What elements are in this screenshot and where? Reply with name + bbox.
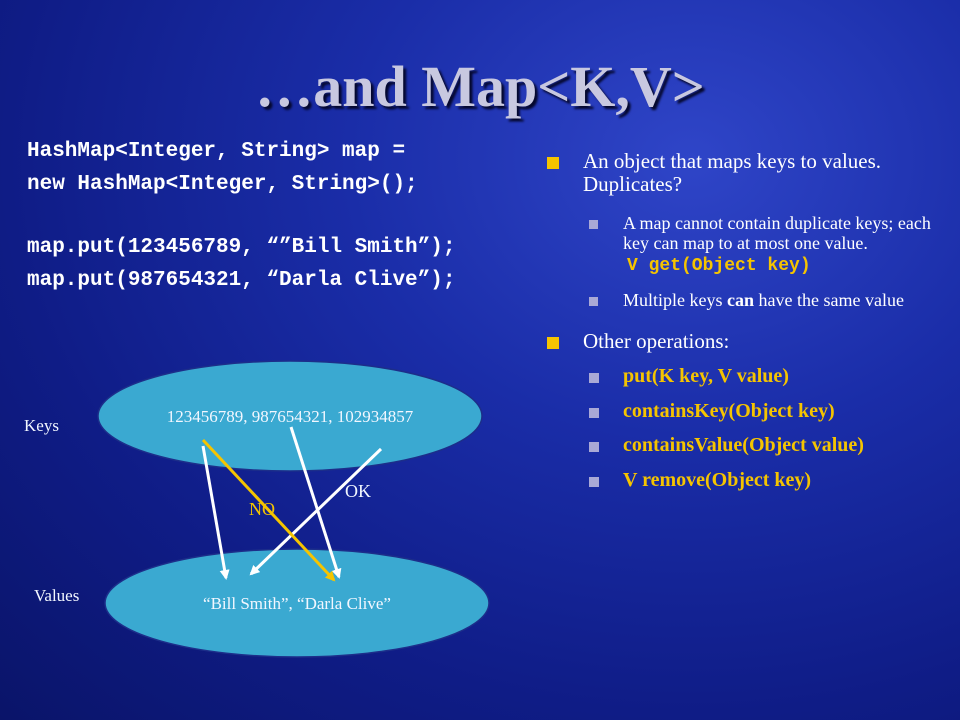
square-bullet-icon — [589, 220, 598, 230]
get-signature: V get(Object key) — [627, 256, 811, 277]
values-set-text: “Bill Smith”, “Darla Clive” — [203, 594, 391, 613]
square-bullet-icon — [589, 296, 598, 306]
square-bullet-icon — [589, 476, 599, 487]
ok-label: OK — [345, 481, 371, 501]
square-bullet-icon — [547, 157, 559, 169]
slide-title: …and Map<K,V> — [255, 54, 705, 119]
keys-set-text: 123456789, 987654321, 102934857 — [167, 407, 414, 426]
arrow-key3-to-value1 — [249, 447, 383, 576]
bullet-sub-1: A map cannot contain duplicate keys; eac… — [583, 213, 955, 277]
code-line-3: map.put(123456789, “”Bill Smith”); — [27, 236, 456, 259]
op-containskey: containsKey(Object key) — [583, 400, 955, 423]
no-label: NO — [249, 499, 275, 519]
square-bullet-icon — [589, 442, 599, 453]
square-bullet-icon — [589, 373, 599, 384]
bullet-sub-2: Multiple keys can have the same value — [583, 290, 955, 310]
bullet-list: An object that maps keys to values. Dupl… — [545, 149, 955, 492]
arrow-key1-to-value2-invalid — [201, 438, 336, 582]
values-ellipse — [104, 548, 490, 658]
keys-label: Keys — [24, 416, 59, 435]
code-line-2: new HashMap<Integer, String>(); — [27, 173, 418, 196]
op-remove: V remove(Object key) — [583, 469, 955, 492]
code-line-4: map.put(987654321, “Darla Clive”); — [27, 269, 456, 292]
square-bullet-icon — [589, 407, 599, 418]
arrow-key1-to-value1 — [201, 445, 230, 580]
arrow-key2-to-value2 — [289, 426, 342, 579]
bullet-main-1: An object that maps keys to values. Dupl… — [545, 149, 955, 196]
square-bullet-icon — [547, 336, 559, 349]
values-label: Values — [34, 586, 79, 605]
keys-ellipse — [97, 360, 483, 472]
bullet-main-2: Other operations: — [545, 329, 955, 353]
op-containsvalue: containsValue(Object value) — [583, 434, 955, 457]
code-line-1: HashMap<Integer, String> map = — [27, 140, 406, 163]
op-put: put(K key, V value) — [583, 365, 955, 388]
